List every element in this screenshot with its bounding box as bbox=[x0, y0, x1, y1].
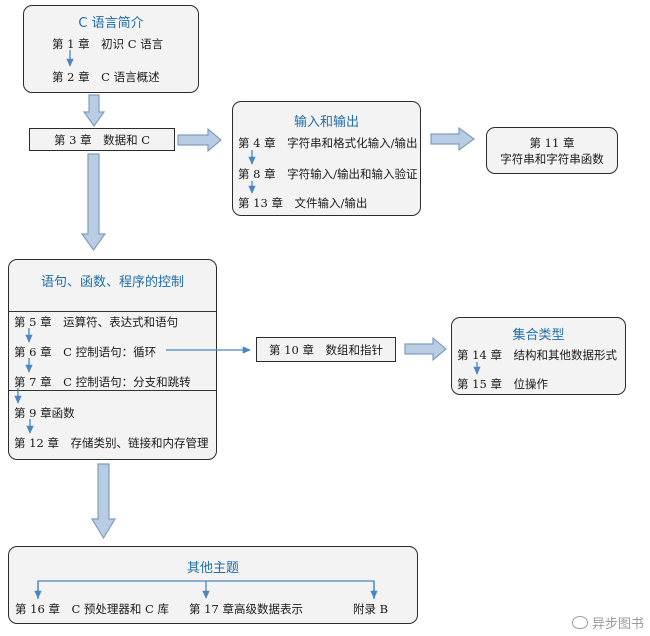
arrow-io-to-ch11 bbox=[430, 126, 476, 152]
types-box: 集合类型 第 14 章 结构和其他数据形式 第 15 章 位操作 bbox=[451, 317, 626, 395]
types-item-ch14: 第 14 章 结构和其他数据形式 bbox=[457, 348, 617, 362]
control-divider-top bbox=[9, 311, 216, 312]
types-title: 集合类型 bbox=[512, 328, 565, 343]
weibo-icon bbox=[571, 616, 588, 629]
ch11-line1: 第 11 章 bbox=[529, 136, 575, 150]
ch11-box: 第 11 章 字符串和字符串函数 bbox=[486, 127, 618, 174]
intro-title: C 语言简介 bbox=[78, 16, 144, 31]
control-title: 语句、函数、程序的控制 bbox=[40, 275, 184, 290]
io-title: 输入和输出 bbox=[293, 115, 359, 130]
control-item-ch9: 第 9 章函数 bbox=[14, 406, 75, 420]
arrow-intro-to-ch3 bbox=[82, 94, 106, 128]
io-box: 输入和输出 第 4 章 字符串和格式化输入/输出 第 8 章 字符输入/输出和输… bbox=[232, 101, 421, 216]
arrow-control-to-other bbox=[90, 463, 117, 540]
other-item-appendix-b: 附录 B bbox=[353, 602, 389, 616]
io-item-ch4: 第 4 章 字符串和格式化输入/输出 bbox=[238, 136, 418, 150]
other-box: 其他主题 第 16 章 C 预处理器和 C 库 第 17 章高级数据表示 附录 … bbox=[8, 546, 418, 624]
ch10-box: 第 10 章 数组和指针 bbox=[256, 337, 396, 362]
control-item-ch5: 第 5 章 运算符、表达式和语句 bbox=[14, 315, 179, 329]
control-item-ch7: 第 7 章 C 控制语句：分支和跳转 bbox=[14, 375, 191, 389]
io-item-ch8: 第 8 章 字符输入/输出和输入验证 bbox=[238, 167, 418, 181]
watermark-text: 异步图书 bbox=[591, 617, 644, 632]
intro-box: C 语言简介 第 1 章 初识 C 语言 第 2 章 C 语言概述 bbox=[23, 5, 199, 93]
watermark: 异步图书 bbox=[571, 613, 644, 632]
ch10-label: 第 10 章 数组和指针 bbox=[269, 343, 383, 357]
arrow-ch10-to-types bbox=[404, 336, 447, 362]
ch11-line2: 字符串和字符串函数 bbox=[500, 152, 604, 166]
control-box: 语句、函数、程序的控制 第 5 章 运算符、表达式和语句 第 6 章 C 控制语… bbox=[8, 259, 217, 460]
control-item-ch6: 第 6 章 C 控制语句：循环 bbox=[14, 345, 157, 359]
other-item-ch16: 第 16 章 C 预处理器和 C 库 bbox=[15, 602, 170, 616]
arrow-ch3-to-io bbox=[177, 127, 222, 153]
control-divider-mid bbox=[9, 390, 216, 391]
other-title: 其他主题 bbox=[186, 561, 239, 576]
control-item-ch12: 第 12 章 存储类别、链接和内存管理 bbox=[14, 436, 209, 450]
intro-item-ch2: 第 2 章 C 语言概述 bbox=[52, 70, 160, 84]
intro-item-ch1: 第 1 章 初识 C 语言 bbox=[52, 37, 164, 51]
arrow-ch3-to-control bbox=[80, 153, 107, 252]
io-item-ch13: 第 13 章 文件输入/输出 bbox=[238, 196, 368, 210]
ch3-box: 第 3 章 数据和 C bbox=[29, 128, 175, 151]
types-item-ch15: 第 15 章 位操作 bbox=[457, 377, 548, 391]
ch3-label: 第 3 章 数据和 C bbox=[53, 133, 151, 147]
other-item-ch17: 第 17 章高级数据表示 bbox=[189, 602, 303, 616]
